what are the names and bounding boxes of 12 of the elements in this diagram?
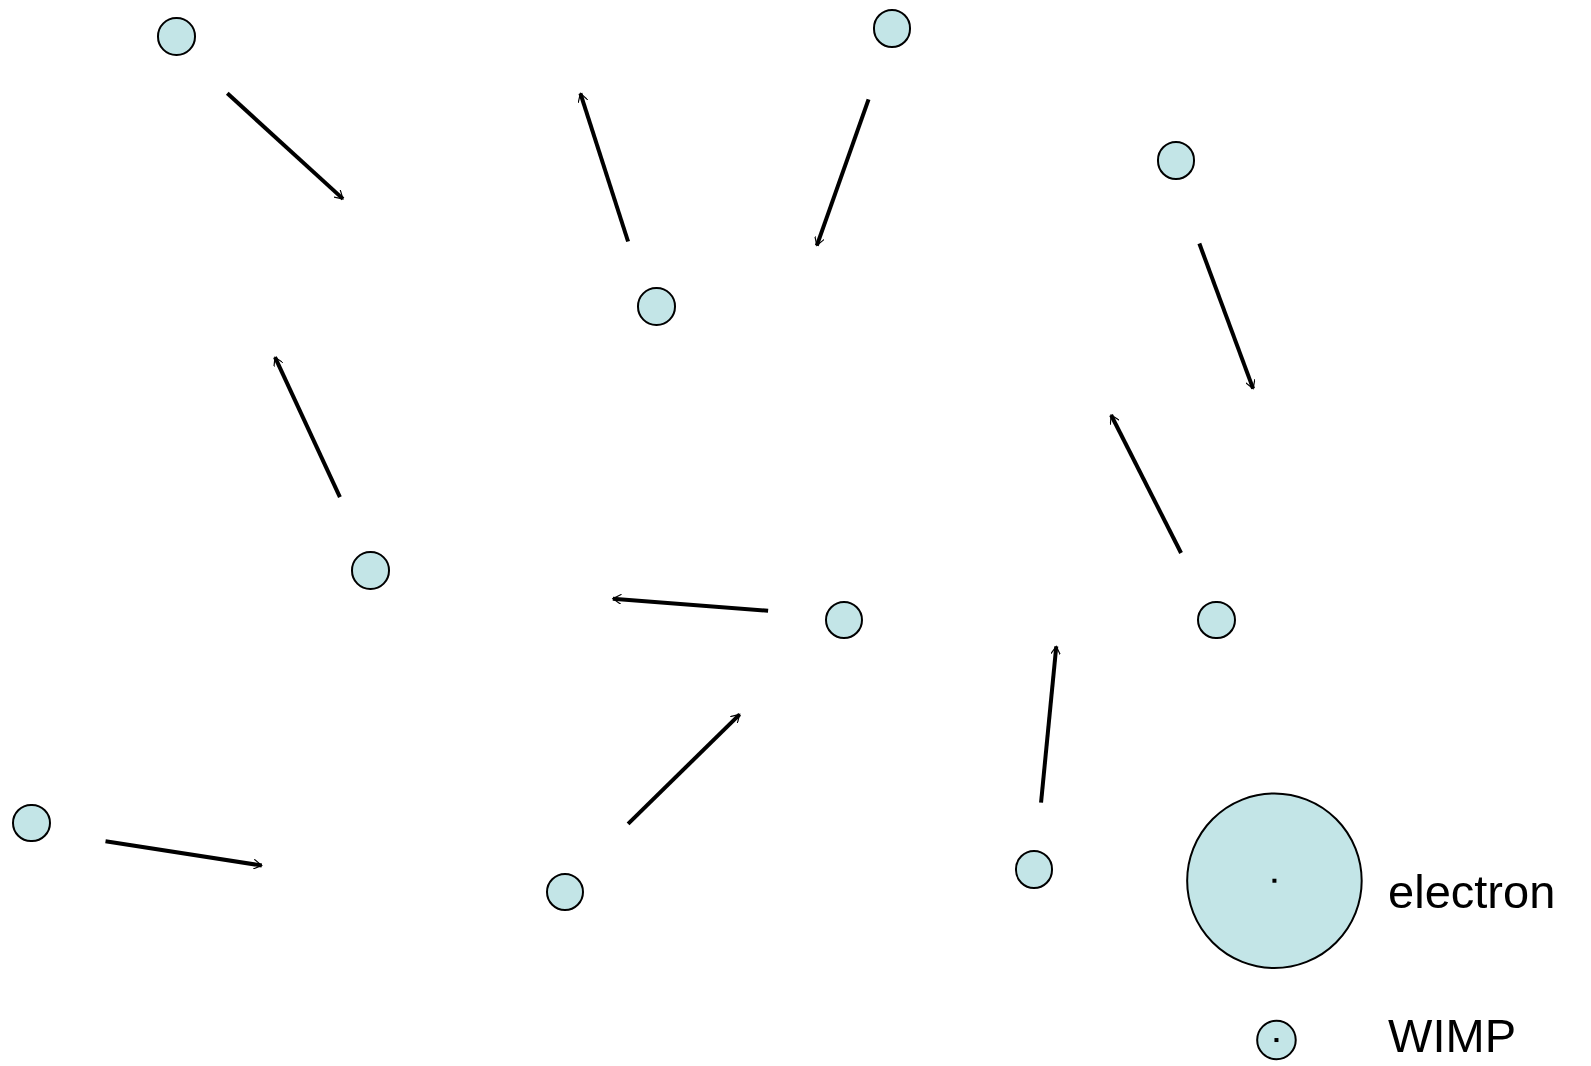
legend-label: WIMP xyxy=(1388,1012,1516,1059)
particle-circle xyxy=(824,600,864,640)
legend-label: electron xyxy=(1388,867,1556,915)
particle-circle xyxy=(351,550,390,590)
particle-circle xyxy=(1197,600,1236,640)
particle-circle xyxy=(637,287,676,326)
particle-circle xyxy=(157,17,196,56)
particle-circle xyxy=(1156,141,1196,180)
particle-circle xyxy=(1014,850,1054,889)
particle-circle xyxy=(545,872,585,912)
particle-circle xyxy=(12,803,51,843)
particle-circle xyxy=(872,9,912,48)
